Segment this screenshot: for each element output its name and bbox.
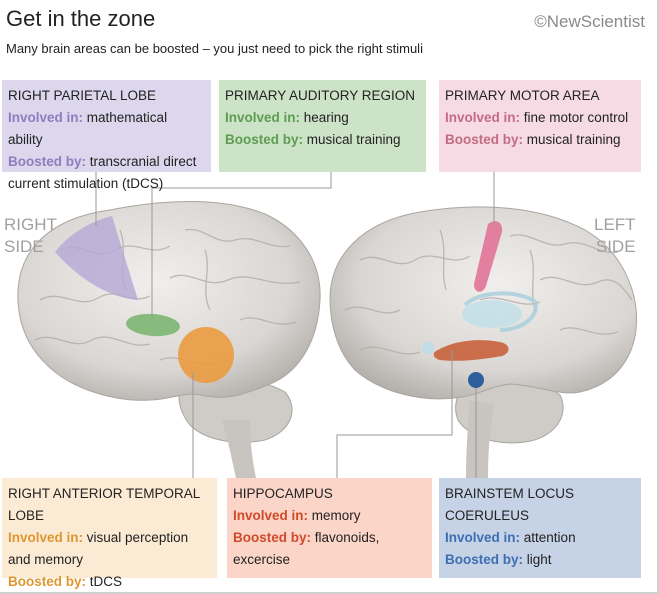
auditory-info-box: PRIMARY AUDITORY REGION Involved in: hea…	[219, 80, 426, 172]
brainstem-title: BRAINSTEM LOCUS COERULEUS	[445, 486, 575, 523]
page-title: Get in the zone	[6, 6, 156, 31]
auditory-title: PRIMARY AUDITORY REGION	[225, 88, 416, 103]
motor-info-box: PRIMARY MOTOR AREA Involved in: fine mot…	[439, 80, 641, 172]
motor-involved-value: fine motor control	[523, 110, 629, 125]
left-ventricle-region	[462, 300, 522, 328]
connector-lines	[95, 172, 495, 478]
parietal-boosted-key: Boosted by:	[8, 154, 87, 169]
hippocampus-boosted-key: Boosted by:	[233, 530, 312, 545]
left-side-label: LEFT SIDE	[594, 214, 636, 258]
temporal-info-box: RIGHT ANTERIOR TEMPORAL LOBE Involved in…	[2, 478, 217, 589]
left-brainstem-region	[468, 372, 484, 388]
temporal-involved-value: visual perception and memory	[8, 530, 189, 567]
auditory-boosted-key: Boosted by:	[225, 132, 304, 147]
brainstem-info-box: BRAINSTEM LOCUS COERULEUS Involved in: a…	[439, 478, 641, 578]
left-side-line1: LEFT	[594, 215, 636, 234]
hippocampus-involved-value: memory	[311, 508, 361, 523]
right-brain-stem	[222, 420, 256, 478]
brand-logo: ©NewScientist	[534, 12, 645, 31]
motor-involved-key: Involved in:	[445, 110, 521, 125]
hippocampus-title: HIPPOCAMPUS	[233, 486, 333, 501]
auditory-involved-key: Involved in:	[225, 110, 301, 125]
motor-boosted-value: musical training	[526, 132, 621, 147]
right-side-line1: RIGHT	[4, 215, 57, 234]
hippocampus-info-box: HIPPOCAMPUS Involved in: memory Boosted …	[227, 478, 432, 578]
temporal-boosted-key: Boosted by:	[8, 574, 87, 589]
brainstem-boosted-key: Boosted by:	[445, 552, 524, 567]
right-temporal-region	[178, 327, 234, 383]
right-parietal-region	[55, 216, 138, 300]
right-side-label: RIGHT SIDE	[4, 214, 57, 258]
brainstem-boosted-value: light	[526, 552, 552, 567]
motor-title: PRIMARY MOTOR AREA	[445, 88, 600, 103]
auditory-involved-value: hearing	[303, 110, 349, 125]
parietal-involved-value: mathematical ability	[8, 110, 168, 147]
page-subtitle: Many brain areas can be boosted – you ju…	[6, 41, 423, 56]
left-brain	[329, 206, 638, 478]
left-motor-region	[474, 221, 503, 292]
left-brain-stem	[466, 400, 494, 478]
auditory-boosted-value: musical training	[306, 132, 401, 147]
temporal-boosted-value: tDCS	[89, 574, 123, 589]
right-brain	[17, 201, 321, 478]
motor-boosted-key: Boosted by:	[445, 132, 524, 147]
parietal-title: RIGHT PARIETAL LOBE	[8, 88, 157, 103]
hippocampus-involved-key: Involved in:	[233, 508, 309, 523]
brainstem-involved-value: attention	[523, 530, 576, 545]
parietal-boosted-value: transcranial direct current stimulation …	[8, 154, 197, 191]
left-side-line2: SIDE	[595, 237, 636, 256]
parietal-involved-key: Involved in:	[8, 110, 84, 125]
temporal-title: RIGHT ANTERIOR TEMPORAL LOBE	[8, 486, 200, 523]
hippocampus-boosted-value: flavonoids, excercise	[233, 530, 380, 567]
temporal-involved-key: Involved in:	[8, 530, 84, 545]
brainstem-involved-key: Involved in:	[445, 530, 521, 545]
right-auditory-region	[126, 313, 180, 337]
right-brain-cortex	[17, 201, 321, 401]
parietal-info-box: RIGHT PARIETAL LOBE Involved in: mathema…	[2, 80, 211, 191]
right-side-line2: SIDE	[4, 237, 44, 256]
